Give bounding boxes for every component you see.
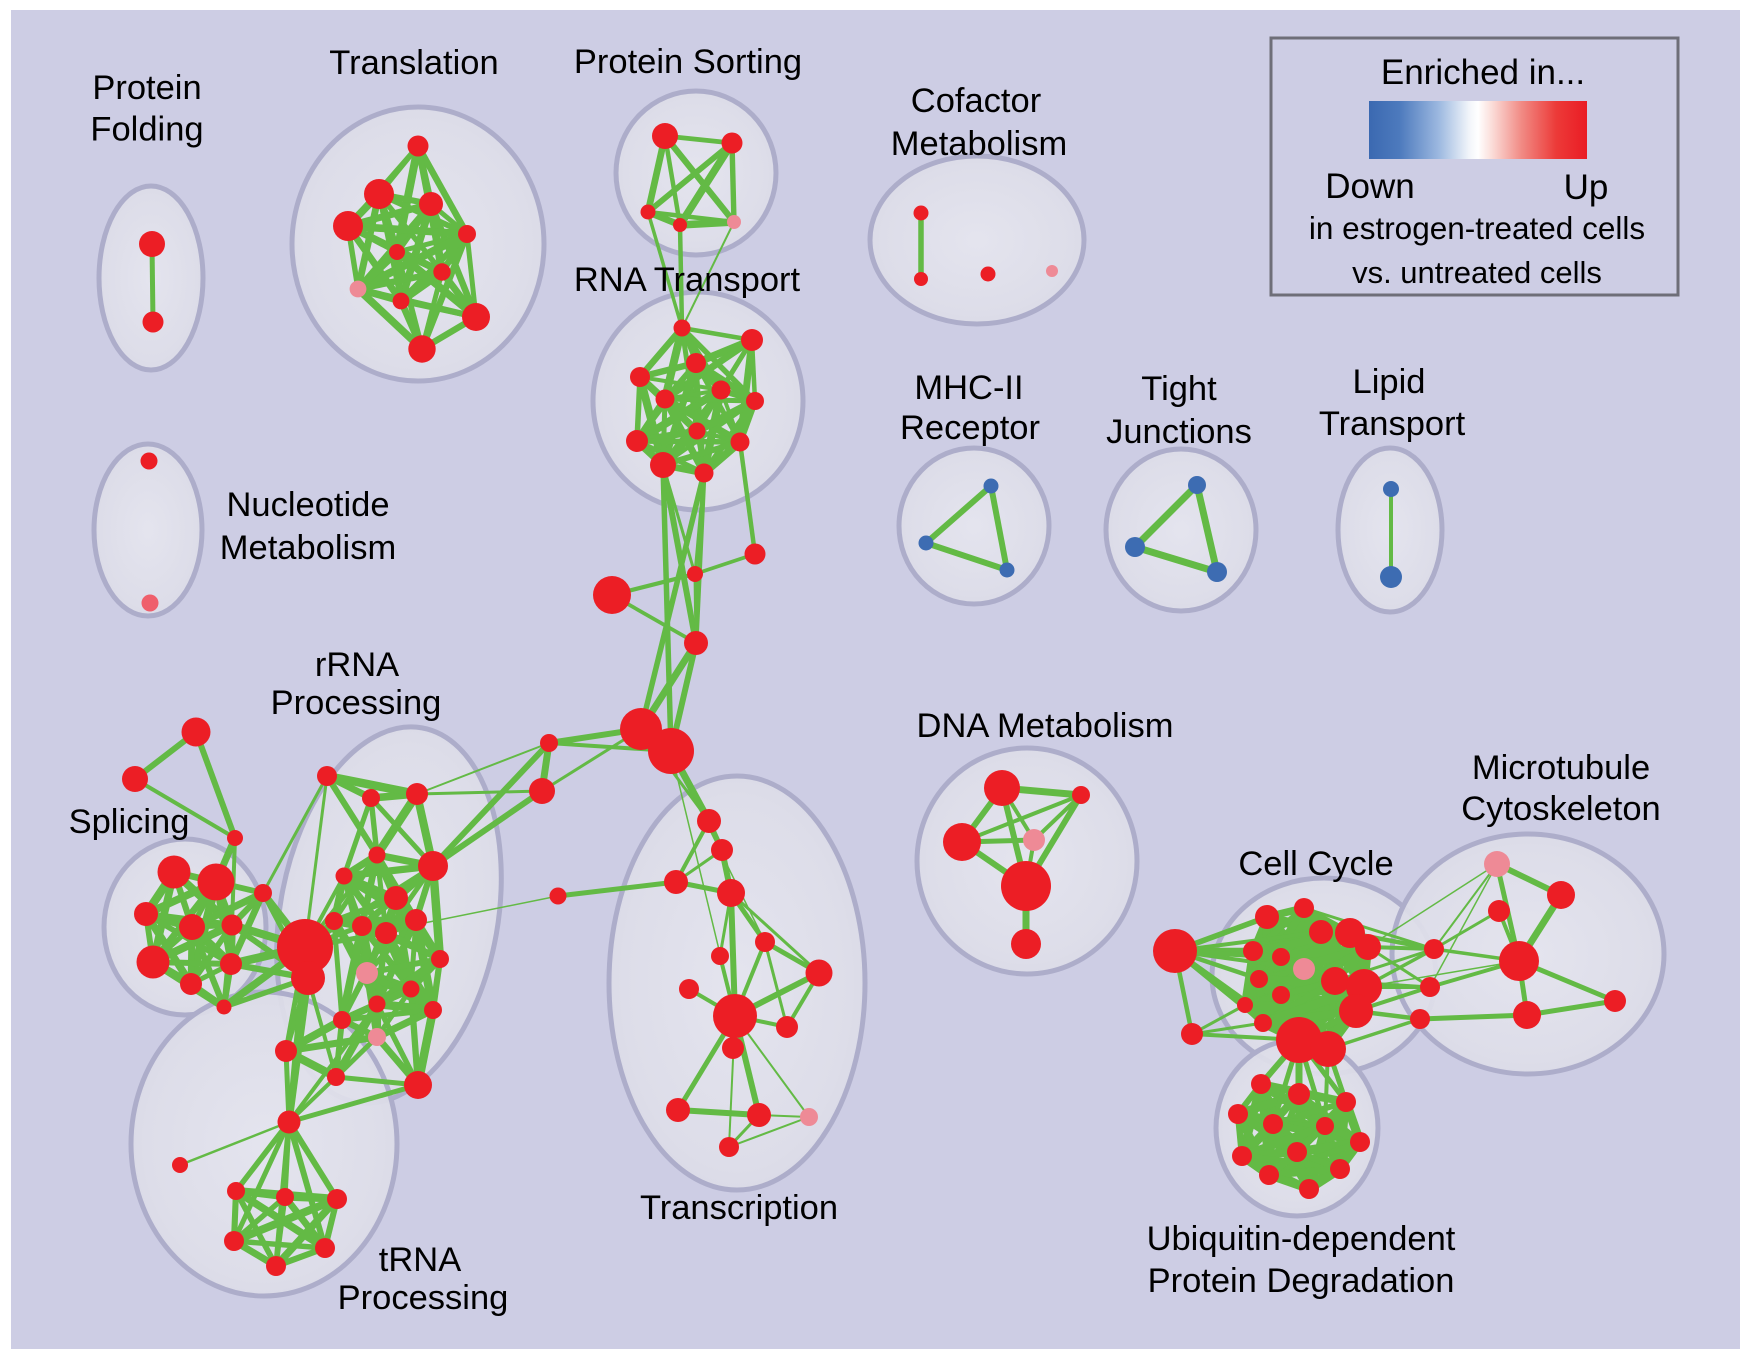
svg-text:tRNA: tRNA xyxy=(379,1241,461,1279)
svg-text:Metabolism: Metabolism xyxy=(891,125,1067,163)
svg-text:Transport: Transport xyxy=(1319,405,1466,443)
svg-text:Up: Up xyxy=(1564,168,1609,207)
svg-text:Protein Sorting: Protein Sorting xyxy=(574,43,802,81)
svg-text:Processing: Processing xyxy=(338,1279,509,1317)
svg-text:Nucleotide: Nucleotide xyxy=(226,486,389,524)
svg-text:in estrogen-treated cells: in estrogen-treated cells xyxy=(1309,210,1645,246)
svg-text:Metabolism: Metabolism xyxy=(220,529,396,567)
svg-text:Transcription: Transcription xyxy=(640,1189,838,1227)
svg-text:Enriched in...: Enriched in... xyxy=(1381,53,1585,92)
svg-text:Junctions: Junctions xyxy=(1106,413,1252,451)
svg-text:DNA Metabolism: DNA Metabolism xyxy=(917,707,1174,745)
svg-text:Cofactor: Cofactor xyxy=(911,82,1041,120)
svg-text:Translation: Translation xyxy=(329,44,498,82)
svg-text:Cell Cycle: Cell Cycle xyxy=(1238,845,1393,883)
svg-text:Splicing: Splicing xyxy=(69,803,190,841)
svg-text:Folding: Folding xyxy=(90,111,203,149)
svg-text:Processing: Processing xyxy=(271,684,442,722)
svg-text:Protein Degradation: Protein Degradation xyxy=(1148,1262,1455,1300)
svg-text:Protein: Protein xyxy=(92,69,201,107)
svg-text:Microtubule: Microtubule xyxy=(1472,749,1650,787)
svg-text:vs. untreated cells: vs. untreated cells xyxy=(1352,255,1602,290)
svg-text:Down: Down xyxy=(1325,167,1414,206)
svg-text:rRNA: rRNA xyxy=(315,646,399,684)
svg-text:RNA Transport: RNA Transport xyxy=(574,261,801,299)
svg-text:MHC-II: MHC-II xyxy=(914,369,1023,407)
svg-text:Cytoskeleton: Cytoskeleton xyxy=(1461,790,1660,828)
svg-text:Ubiquitin-dependent: Ubiquitin-dependent xyxy=(1147,1220,1456,1258)
svg-text:Lipid: Lipid xyxy=(1353,363,1426,401)
svg-text:Tight: Tight xyxy=(1141,370,1217,408)
svg-text:Receptor: Receptor xyxy=(900,409,1040,447)
